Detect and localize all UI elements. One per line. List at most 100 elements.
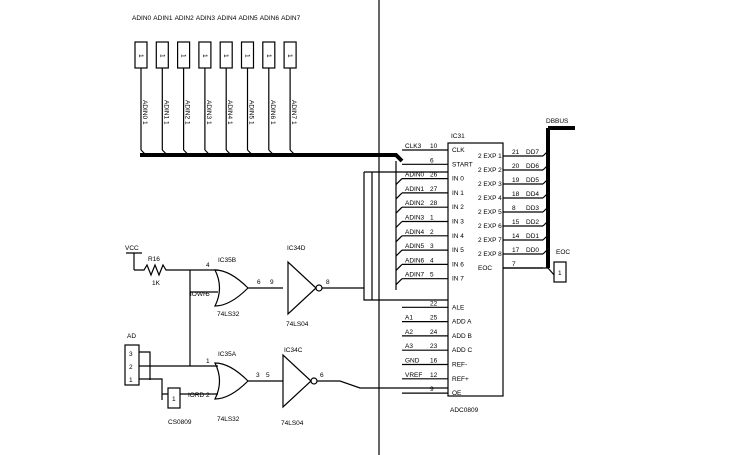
ic34c-ref: IC34C [284,347,303,354]
eoc-label: EOC [556,249,570,256]
chip-bus-entry [395,221,403,228]
ic35b-part: 74LS32 [217,311,240,318]
ic35b-net: IOWR [190,291,208,298]
chip-left-net: A3 [405,343,413,350]
chip-left-net: ADIN2 [405,200,425,207]
chip-right-net: DD0 [526,247,539,254]
ic35a-pin-out: 3 [256,372,260,379]
adin-bus-label: ADIN5 1 [248,100,255,125]
chip-right-pin-name: 2 EXP 2 [478,167,502,174]
ic35a-pin-a: 1 [206,358,210,365]
chip-left-pin-name: ADD B [452,333,472,340]
ic35b-ref: IC35B [218,257,236,264]
ad-pin-1: 1 [129,377,133,384]
adin-box-text: 1 [158,54,165,58]
ad-connector [124,344,140,386]
adin-bus-label: ADIN1 1 [162,100,169,125]
adin-bus-label: ADIN6 1 [269,100,276,125]
ic34c-part: 74LS04 [281,420,304,427]
chip-right-net: DD7 [526,149,539,156]
ic35b-pin-b: 5 [206,291,210,298]
chip-left-pin-name: IN 2 [452,204,464,211]
chip-right-net: DD4 [526,191,539,198]
chip-left-pin-name: IN 0 [452,176,464,183]
chip-left-pin-num: 24 [430,329,438,336]
chip-left-net: ADIN3 [405,215,425,222]
r16-label: R16 [148,256,160,263]
adin-bus [140,153,404,163]
chip-left-pin-num: 9 [430,386,434,393]
chip-left-net: VREF [405,372,422,379]
chip-right-net: DD2 [526,219,539,226]
adin-bus-label: ADIN0 1 [141,100,148,125]
cs-box-text: 1 [172,396,176,403]
adc0809-chip [447,142,504,397]
r16-resistor [126,252,200,277]
chip-right-pin-name: 2 EXP 5 [478,209,502,216]
chip-bus-entry [395,263,403,271]
chip-bus-entry [395,192,403,200]
ic34c-gate [282,353,312,409]
ic35b-gate [214,269,249,307]
chip-left-net: ADIN4 [405,229,425,236]
chip-right-net: DD1 [526,233,539,240]
chip-left-pin-name: OE [452,390,462,397]
chip-left-pin-num: 6 [430,157,434,164]
chip-left-pin-name: ADD C [452,347,473,354]
chip-right-pin-name: EOC [478,265,492,272]
adin-top-label: ADIN0 [132,15,152,22]
chip-left-pin-name: IN 7 [452,276,464,283]
chip-left-pin-num: 22 [430,300,438,307]
adin-top-label: ADIN7 [281,15,301,22]
ic34d-part: 74LS04 [286,321,309,328]
chip-right-pin-name: 2 EXP 7 [478,237,502,244]
adin-top-label: ADIN6 [260,15,280,22]
chip-left-net: ADIN7 [405,272,425,279]
ic34c-pin-out: 6 [320,372,324,379]
chip-right-pin-name: 2 EXP 6 [478,223,502,230]
chip-bus-entry [395,278,403,286]
r16-value: 1K [152,280,161,287]
ic34d-gate [287,260,317,316]
ic34d-pin-out: 8 [326,279,330,286]
chip-left-pin-name: REF- [452,362,467,369]
chip-right-pin-num: 18 [512,191,520,198]
ic34c-pin-in: 5 [266,372,270,379]
chip-left-net: ADIN1 [405,186,425,193]
chip-left-net: A2 [405,329,413,336]
adin-box-text: 1 [265,54,272,58]
chip-left-net: ADIN5 [405,243,425,250]
chip-right-pin-num: 15 [512,219,520,226]
ad-wires [139,270,191,400]
chip-ref: IC31 [451,133,465,140]
eoc-wire [503,267,556,277]
adin-box-text: 1 [137,54,144,58]
chip-bus-entry [395,206,403,214]
ic35a-part: 74LS32 [217,416,240,423]
chip-bus-entry [395,235,403,243]
adin-top-label: ADIN5 [239,15,259,22]
cs-label: CS0809 [168,419,192,426]
ic35a-gate [214,362,249,400]
vcc-label: VCC [125,245,139,252]
chip-left-pin-num: 23 [430,343,438,350]
adin-box-text: 1 [286,54,293,58]
chip-left-pin-name: IN 3 [452,219,464,226]
chip-left-pin-name: IN 1 [452,190,464,197]
chip-left-pin-name: ALE [452,304,465,311]
chip-right-pin-name: 2 EXP 3 [478,181,502,188]
ic35b-wires [190,269,283,293]
ic34c-out-wire [317,380,448,389]
chip-left-pin-num: 2 [430,229,434,236]
chip-left-pin-num: 10 [430,143,438,150]
adin-box-text: 1 [244,54,251,58]
adin-top-label: ADIN2 [175,15,195,22]
chip-right-net: DD6 [526,163,539,170]
start-ale-wires [363,171,448,301]
chip-left-pin-name: START [452,161,473,168]
ic34c-bubble [310,377,318,385]
adin-bus-label: ADIN7 1 [290,100,297,125]
